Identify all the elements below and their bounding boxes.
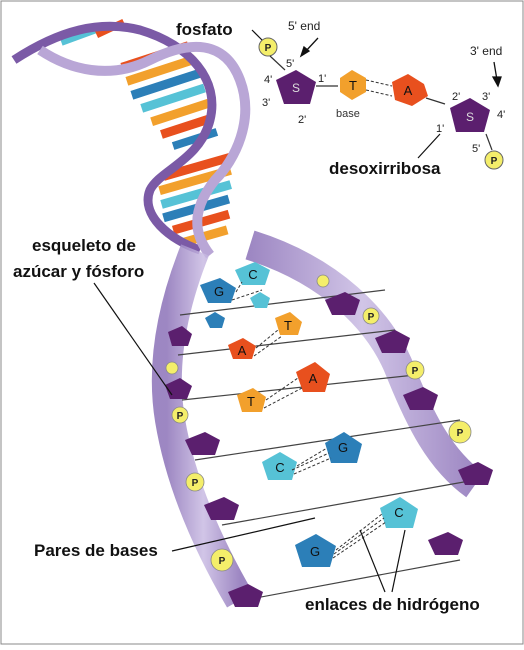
base-left-letter: G	[310, 544, 320, 559]
phosphate-circle: P	[172, 407, 188, 423]
pos-2prime-right: 2'	[452, 91, 460, 103]
label-esqueleto-2: azúcar y fósforo	[13, 262, 144, 281]
svg-text:P: P	[192, 478, 199, 489]
label-esqueleto-1: esqueleto de	[32, 236, 136, 255]
pos-2prime: 2'	[298, 114, 306, 126]
base-left-letter: A	[238, 343, 247, 358]
label-fosfato: fosfato	[176, 20, 233, 39]
base-left-letter: G	[214, 284, 224, 299]
base-left-letter: T	[247, 394, 255, 409]
pointer-enlaces-2	[392, 530, 405, 592]
pointer-desoxirribosa	[418, 134, 440, 158]
phosphate-circle: P	[406, 361, 424, 379]
phosphate-circle: P	[186, 473, 204, 491]
sugar-pentagon	[428, 532, 463, 555]
svg-text:P: P	[412, 366, 419, 377]
pos-4prime: 4'	[264, 74, 272, 86]
svg-text:P: P	[219, 556, 226, 567]
svg-text:P: P	[177, 411, 184, 422]
pos-5prime: 5'	[286, 58, 294, 70]
svg-text:P: P	[457, 428, 464, 439]
label-enlaces: enlaces de hidrógeno	[305, 595, 480, 614]
pos-3prime-right: 3'	[482, 91, 490, 103]
label-base: base	[336, 108, 360, 120]
svg-text:P: P	[491, 156, 498, 167]
phosphate-5prime: P	[259, 38, 277, 56]
label-desoxirribosa: desoxirribosa	[329, 159, 441, 178]
label-3-end: 3' end	[470, 44, 502, 58]
svg-text:P: P	[368, 312, 375, 323]
svg-text:S: S	[466, 110, 474, 124]
pos-1prime: 1'	[318, 73, 326, 85]
phosphate-circle: P	[363, 308, 379, 324]
base-pair-2: A T	[228, 312, 302, 359]
base-left-letter: C	[275, 460, 284, 475]
pos-3prime: 3'	[262, 97, 270, 109]
svg-text:A: A	[404, 83, 413, 98]
pos-4prime-right: 4'	[497, 109, 505, 121]
svg-text:S: S	[292, 81, 300, 95]
base-right-letter: T	[284, 318, 292, 333]
phosphate-circle	[166, 362, 178, 374]
phosphate-circle: P	[449, 421, 471, 443]
base-pairs: G C A T T A	[200, 262, 418, 567]
pos-5prime-right: 5'	[472, 143, 480, 155]
base-right-letter: A	[309, 371, 318, 386]
svg-text:T: T	[349, 78, 357, 93]
pointer-enlaces-1	[360, 530, 385, 592]
label-pares-de-bases: Pares de bases	[34, 541, 158, 560]
svg-text:P: P	[265, 43, 272, 54]
phosphate-circle	[317, 275, 329, 287]
helix-upper	[14, 19, 245, 255]
base-pair-3: T A	[237, 362, 330, 412]
base-right-letter: C	[248, 267, 257, 282]
base-right-letter: G	[338, 440, 348, 455]
phosphate-circle: P	[211, 549, 233, 571]
helix-lower: P P P P P P G C A	[165, 245, 493, 607]
nucleotide-detail: P S T A S P 5' 4' 3' 1' 2' 2' 3' 4' 1' 5	[259, 38, 505, 169]
pos-1prime-right: 1'	[436, 123, 444, 135]
right-backbone-ribbon	[250, 245, 475, 485]
base-right-letter: C	[394, 505, 403, 520]
label-5-end: 5' end	[288, 19, 320, 33]
pointer-fosfato	[252, 30, 262, 40]
phosphate-3prime: P	[485, 151, 503, 169]
base-pair-4: C G	[262, 432, 362, 480]
